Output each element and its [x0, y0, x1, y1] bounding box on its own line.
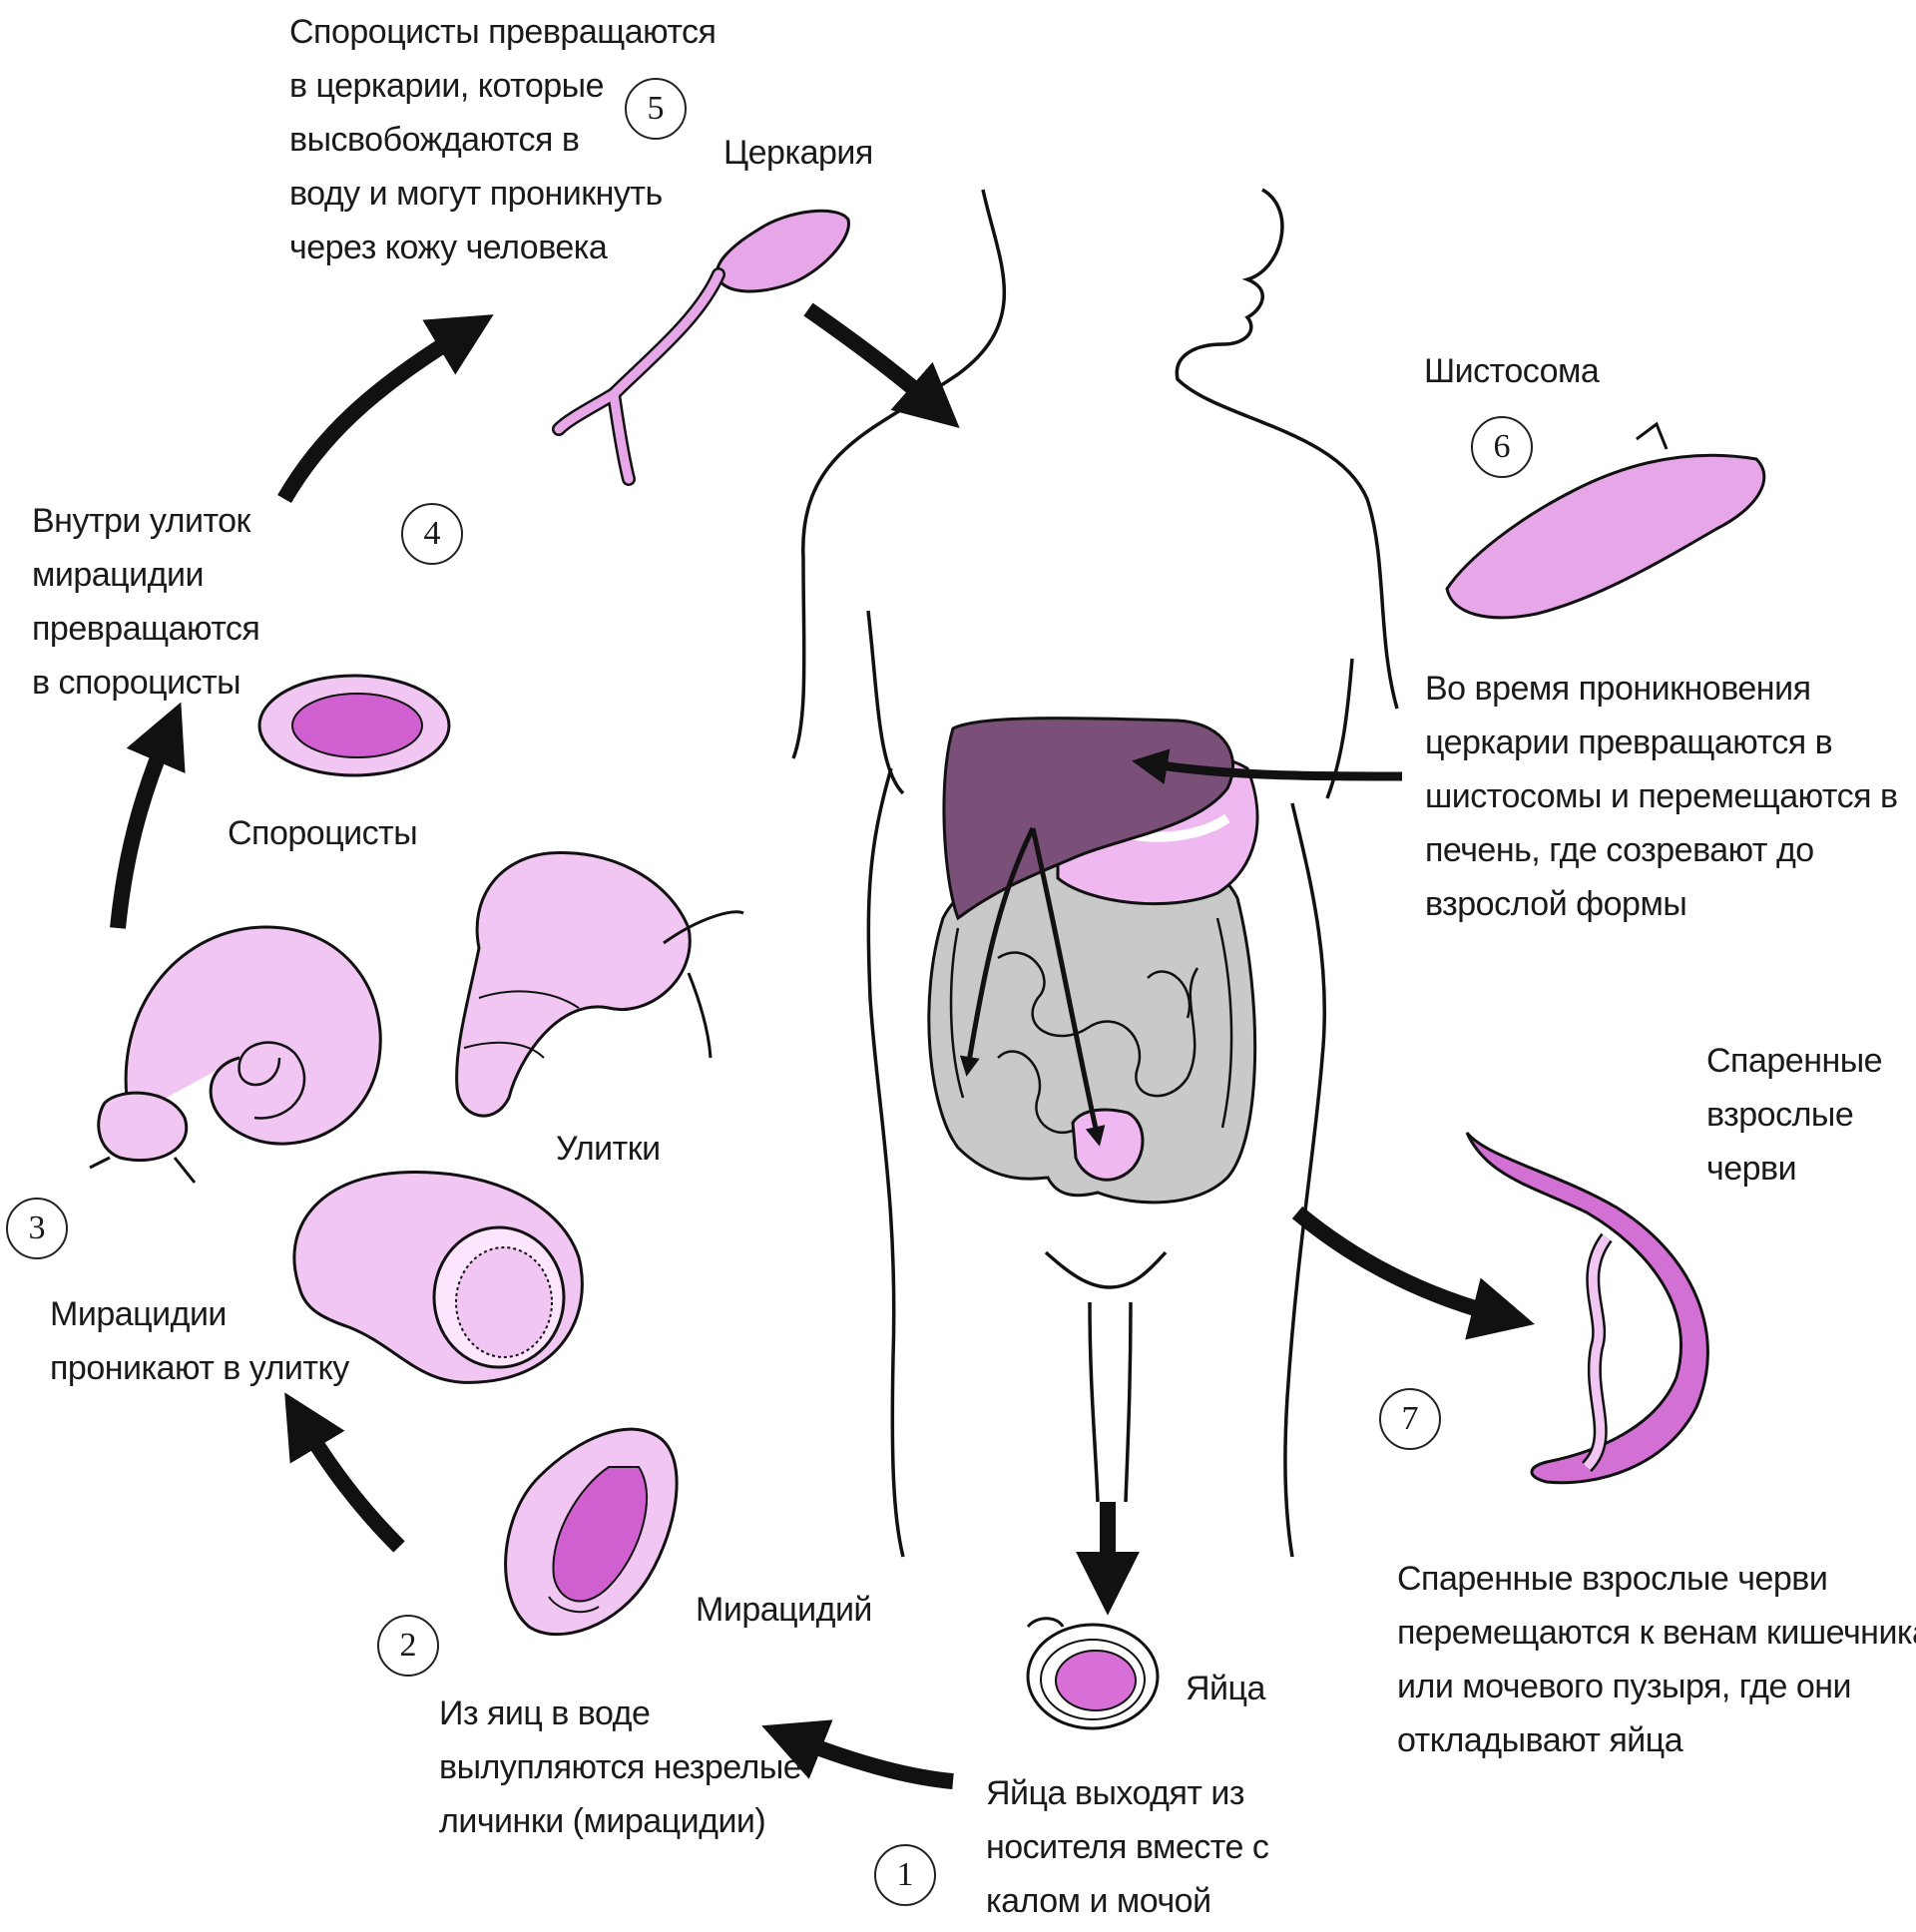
step-5-line-3: высвобождаются в	[289, 121, 580, 159]
step-6-line-2: церкарии превращаются в	[1425, 724, 1833, 761]
step-7-line-1: Спаренные взрослые черви	[1397, 1560, 1828, 1598]
human-body-outline	[791, 188, 1399, 1558]
eggs-label: Яйца	[1186, 1670, 1265, 1707]
step-7-number: 7	[1379, 1388, 1441, 1450]
step-5-number: 5	[625, 78, 687, 140]
paired-worms-label-line-1: Спаренные	[1706, 1042, 1883, 1080]
step-4-line-3: превращаются	[32, 610, 260, 648]
step-2-line-3: личинки (мирацидии)	[439, 1802, 766, 1840]
step-3-line-2: проникают в улитку	[50, 1349, 349, 1387]
step-2-text: Из яиц в воде вылупляются незрелые личин…	[439, 1687, 802, 1848]
miracidium-label: Мирацидий	[696, 1591, 872, 1629]
step-2-line-1: Из яиц в воде	[439, 1694, 651, 1732]
step-3-line-1: Мирацидии	[50, 1295, 227, 1333]
step-1-line-1: Яйца выходят из	[986, 1774, 1245, 1812]
step-7-text: Спаренные взрослые черви перемещаются к …	[1397, 1552, 1916, 1767]
step-7-line-4: откладывают яйца	[1397, 1721, 1683, 1759]
step-4-line-1: Внутри улиток	[32, 502, 250, 540]
schistosome-label: Шистосома	[1424, 352, 1600, 390]
step-4-number: 4	[401, 503, 463, 565]
snail-illustration-conical	[455, 850, 744, 1118]
step-6-line-5: взрослой формы	[1425, 885, 1687, 923]
step-2-number: 2	[377, 1615, 439, 1677]
schistosome-illustration	[1445, 421, 1766, 620]
step-4-line-2: мирацидии	[32, 556, 204, 594]
miracidium-illustration	[504, 1427, 679, 1637]
step-1-line-2: носителя вместе с	[986, 1828, 1269, 1866]
step-5-line-4: воду и могут проникнуть	[289, 175, 663, 213]
step-3-number: 3	[6, 1198, 68, 1259]
step-5-text: Спороцисты превращаются в церкарии, кото…	[289, 5, 717, 274]
sporocysts-label: Спороцисты	[228, 814, 418, 852]
snails-label: Улитки	[556, 1130, 661, 1168]
step-4-line-4: в спороцисты	[32, 664, 241, 702]
paired-worms-label: Спаренные взрослые черви	[1706, 1034, 1883, 1196]
sporocyst-illustration	[257, 674, 451, 777]
step-6-number: 6	[1471, 416, 1533, 478]
step-6-line-1: Во время проникновения	[1425, 670, 1811, 708]
step-1-number: 1	[874, 1844, 936, 1906]
step-2-line-2: вылупляются незрелые	[439, 1748, 802, 1786]
step-1-text: Яйца выходят из носителя вместе с калом …	[986, 1766, 1269, 1928]
step-1-line-3: калом и мочой	[986, 1882, 1211, 1920]
snail-illustration-spiral	[89, 925, 382, 1184]
step-7-line-3: или мочевого пузыря, где они	[1397, 1668, 1852, 1705]
snail-illustration-shell	[292, 1170, 584, 1384]
paired-worms-illustration	[1465, 1132, 1709, 1485]
step-6-line-4: печень, где созревают до	[1425, 831, 1814, 869]
step-4-text: Внутри улиток мирацидии превращаются в с…	[32, 494, 260, 710]
cercaria-illustration	[552, 209, 850, 486]
step-6-line-3: шистосомы и перемещаются в	[1425, 777, 1898, 815]
step-5-line-5: через кожу человека	[289, 229, 608, 266]
step-3-text: Мирацидии проникают в улитку	[50, 1287, 349, 1395]
egg-illustration	[1026, 1617, 1160, 1730]
paired-worms-label-line-2: взрослые	[1706, 1096, 1854, 1134]
arrows	[110, 302, 1535, 1789]
intestines	[927, 852, 1257, 1205]
step-5-line-2: в церкарии, которые	[289, 67, 605, 105]
step-6-text: Во время проникновения церкарии превраща…	[1425, 662, 1898, 931]
step-5-line-1: Спороцисты превращаются	[289, 13, 717, 51]
step-7-line-2: перемещаются к венам кишечника	[1397, 1614, 1916, 1652]
cercaria-label: Церкария	[723, 134, 873, 172]
bladder	[1071, 1108, 1145, 1182]
paired-worms-label-line-3: черви	[1706, 1150, 1797, 1188]
